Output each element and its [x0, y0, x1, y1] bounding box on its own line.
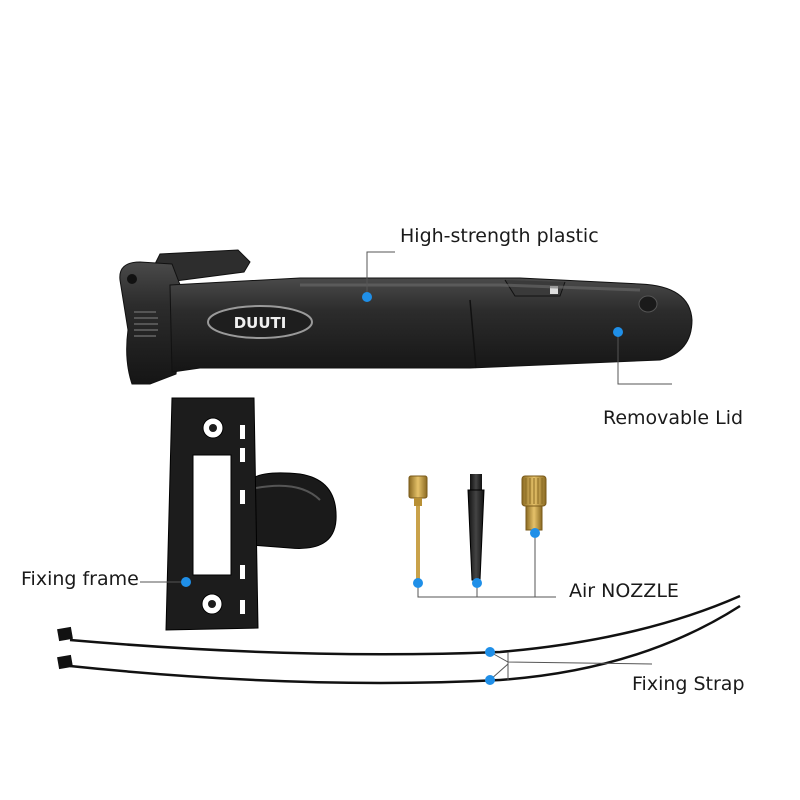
label-air-nozzle: Air NOZZLE — [569, 580, 679, 602]
air-nozzles — [408, 474, 547, 586]
fixing-straps — [57, 594, 741, 685]
cone-adapter — [467, 474, 485, 581]
marker-nozzle-cone — [472, 578, 482, 588]
marker-frame — [181, 577, 191, 587]
label-fixing-frame: Fixing frame — [21, 568, 139, 590]
marker-strap-top — [485, 647, 495, 657]
marker-nozzle-presta — [530, 528, 540, 538]
label-high-strength-plastic: High-strength plastic — [400, 225, 599, 247]
marker-strap-bottom — [485, 675, 495, 685]
marker-plastic — [362, 292, 372, 302]
fixing-frame — [165, 397, 337, 631]
label-removable-lid: Removable Lid — [603, 407, 744, 429]
marker-lid — [613, 327, 623, 337]
needle-adapter — [408, 475, 428, 586]
brand-logo: DUUTI — [234, 314, 287, 332]
bike-pump: DUUTI — [119, 249, 693, 385]
label-fixing-strap: Fixing Strap — [632, 673, 745, 695]
callout-markers — [181, 292, 623, 685]
marker-nozzle-needle — [413, 578, 423, 588]
presta-adapter — [521, 475, 547, 531]
